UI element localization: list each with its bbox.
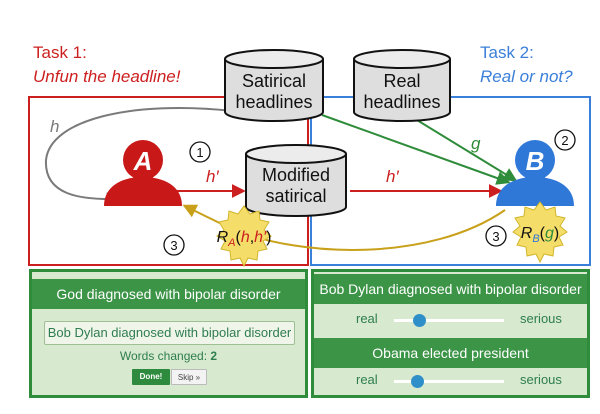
done-button[interactable]: Done! bbox=[132, 369, 170, 385]
edge-h bbox=[44, 107, 234, 207]
rating-item-0-slider-knob[interactable] bbox=[413, 314, 427, 327]
rating-item-1-right-label: serious bbox=[520, 372, 562, 387]
agent-a-icon: A bbox=[104, 140, 182, 206]
agent-b-icon: B bbox=[496, 140, 574, 206]
agent-b-letter: B bbox=[526, 146, 545, 176]
modified-db-label-1: Modified bbox=[262, 165, 330, 185]
step-3-badge-right: 3 bbox=[485, 225, 507, 247]
task1-title: Task 1: bbox=[33, 43, 87, 62]
rating-item-0-left-label: real bbox=[356, 311, 378, 326]
rating-item-0-slider-row: real serious bbox=[314, 307, 587, 333]
agent-a-letter: A bbox=[133, 146, 153, 176]
unfun-headline-input[interactable]: Bob Dylan diagnosed with bipolar disorde… bbox=[44, 321, 295, 345]
edge-label-hprime-b: h′ bbox=[386, 167, 399, 186]
rating-item-1-left-label: real bbox=[356, 372, 378, 387]
skip-button[interactable]: Skip » bbox=[171, 369, 207, 385]
rating-item-1-slider-track[interactable] bbox=[394, 380, 504, 383]
edge-label-hprime-a: h′ bbox=[206, 167, 219, 186]
edge-real-b bbox=[411, 116, 518, 182]
rating-item-0-right-label: serious bbox=[520, 311, 562, 326]
rating-panel: Bob Dylan diagnosed with bipolar disorde… bbox=[311, 269, 590, 398]
unfun-panel: God diagnosed with bipolar disorder Bob … bbox=[29, 269, 308, 398]
unfun-panel-headline: God diagnosed with bipolar disorder bbox=[32, 279, 305, 309]
modified-db: Modified satirical bbox=[245, 144, 347, 217]
rating-item-1-headline: Obama elected president bbox=[314, 338, 587, 368]
step-1-badge: 1 bbox=[189, 141, 211, 163]
reward-a-badge: RA(h,h′) bbox=[216, 205, 272, 268]
edge-label-g: g bbox=[471, 134, 481, 153]
rating-item-0-slider-track[interactable] bbox=[394, 319, 504, 322]
reward-b-badge: RB(g) bbox=[512, 201, 568, 264]
words-changed-count: 2 bbox=[210, 349, 218, 363]
svg-text:RA(h,h′): RA(h,h′) bbox=[217, 229, 272, 249]
task2-title: Task 2: bbox=[480, 43, 534, 62]
satirical-db-label-1: Satirical bbox=[242, 71, 306, 91]
svg-text:3: 3 bbox=[492, 229, 499, 244]
rating-item-0-headline: Bob Dylan diagnosed with bipolar disorde… bbox=[314, 274, 587, 304]
step-3-badge-left: 3 bbox=[163, 234, 185, 256]
satirical-db: Satirical headlines bbox=[224, 49, 324, 122]
svg-text:3: 3 bbox=[170, 238, 177, 253]
svg-text:RB(g): RB(g) bbox=[521, 225, 559, 245]
words-changed-label: Words changed: bbox=[119, 349, 208, 363]
words-changed-line: Words changed: 2 bbox=[32, 349, 305, 363]
svg-text:1: 1 bbox=[196, 145, 203, 160]
edge-label-h: h bbox=[50, 117, 59, 136]
step-2-badge: 2 bbox=[554, 129, 576, 151]
modified-db-label-2: satirical bbox=[265, 186, 326, 206]
rating-item-1-slider-row: real serious bbox=[314, 368, 587, 394]
task2-subtitle: Real or not? bbox=[480, 67, 573, 86]
edge-reward bbox=[182, 204, 506, 251]
real-db: Real headlines bbox=[353, 49, 451, 122]
rating-item-1-slider-knob[interactable] bbox=[411, 375, 425, 388]
real-db-label-2: headlines bbox=[363, 92, 440, 112]
edge-satirical-b bbox=[321, 114, 511, 185]
real-db-label-1: Real bbox=[383, 71, 420, 91]
svg-text:2: 2 bbox=[561, 133, 568, 148]
satirical-db-label-2: headlines bbox=[235, 92, 312, 112]
task1-subtitle: Unfun the headline! bbox=[33, 67, 181, 86]
